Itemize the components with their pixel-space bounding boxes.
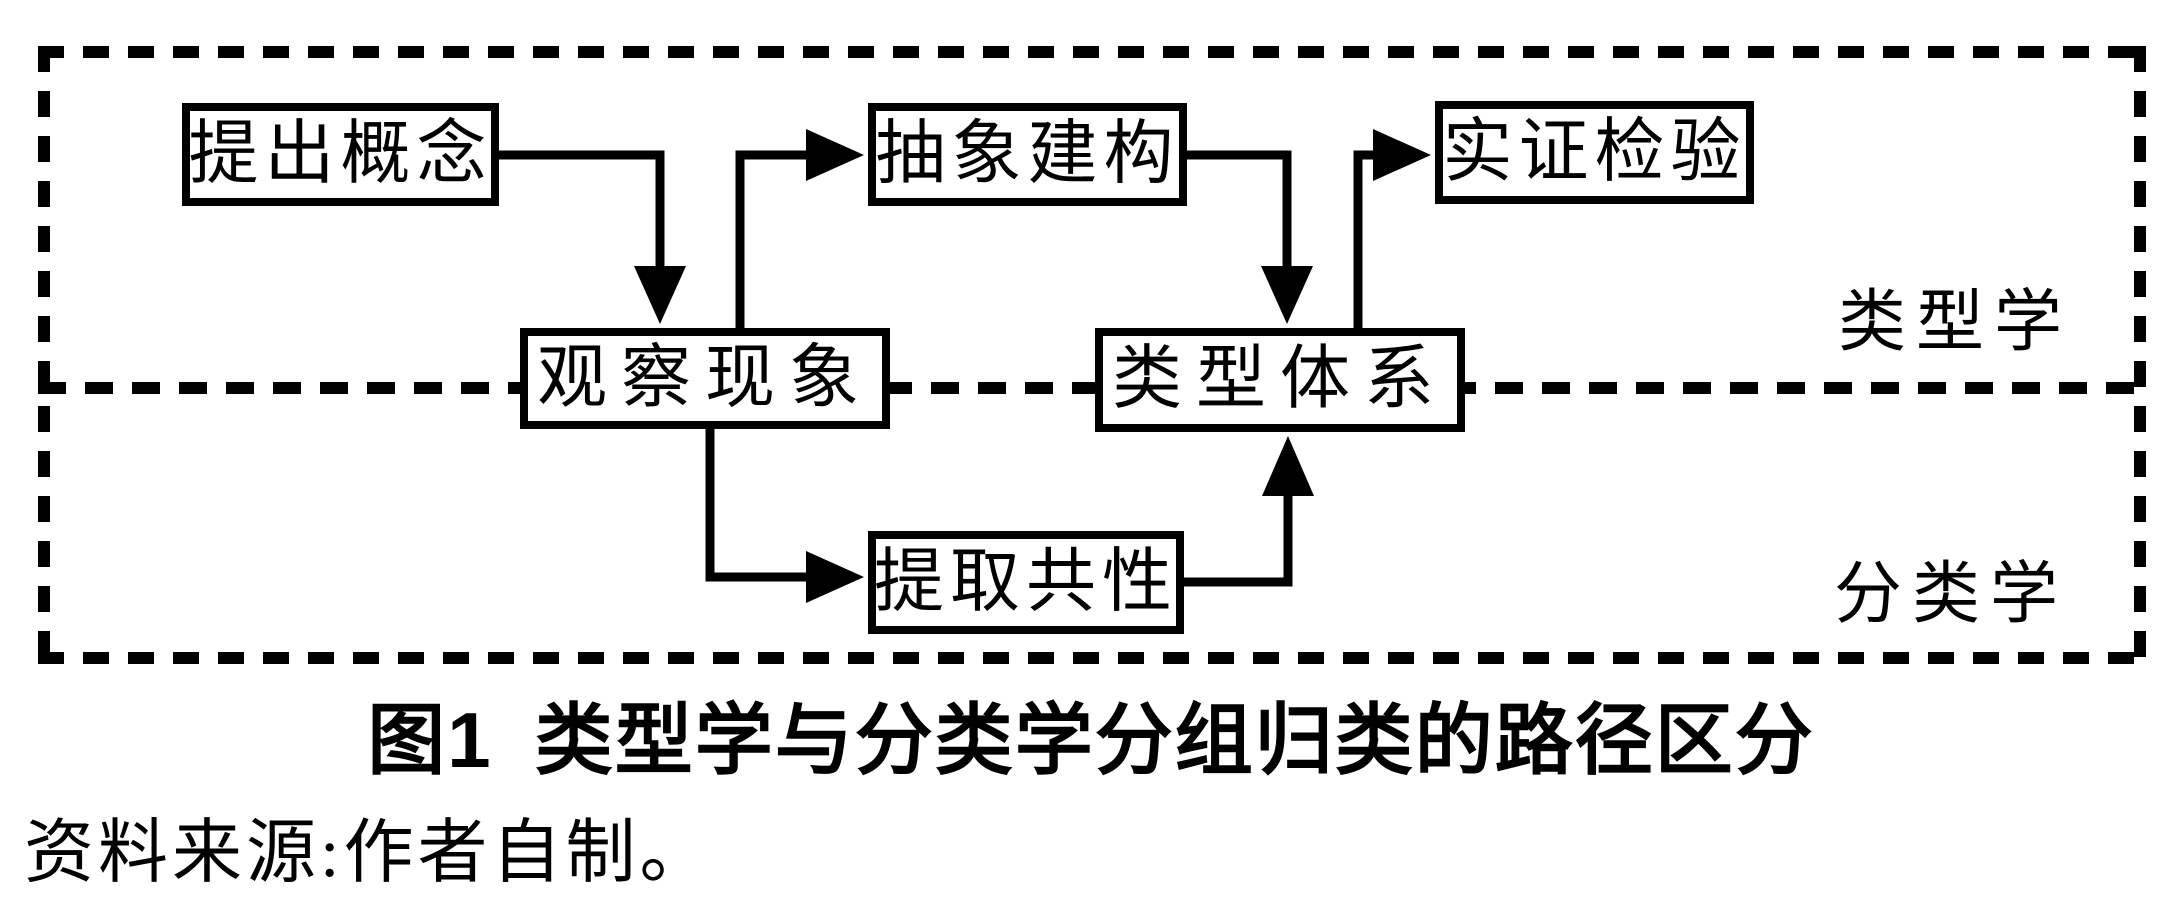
figure-caption-number: 图1: [367, 696, 493, 784]
node-propose-concept: 提出概念: [182, 103, 499, 206]
arrow-propose-to-observe: [499, 150, 686, 324]
arrow-observe-to-extract: [705, 429, 864, 603]
dashed-frame-bottom: [38, 652, 2146, 664]
node-observe-phenomena: 观察现象: [520, 328, 890, 429]
region-label-taxonomy: 分类学: [1833, 556, 2068, 632]
node-extract-commonality: 提取共性: [868, 531, 1184, 634]
figure-caption-title: 类型学与分类学分组归类的路径区分: [534, 696, 1815, 784]
arrow-abstract-to-typesystem: [1187, 150, 1313, 324]
arrow-typesystem-to-empirical: [1353, 129, 1431, 328]
figure-caption: 图1 类型学与分类学分组归类的路径区分: [0, 694, 2182, 788]
node-abstract-construction: 抽象建构: [868, 103, 1187, 206]
node-type-system: 类型体系: [1095, 328, 1465, 432]
dashed-frame-left: [38, 46, 50, 664]
arrow-observe-to-abstract: [735, 129, 864, 328]
dashed-frame-right: [2134, 46, 2146, 664]
dashed-frame-top: [38, 46, 2146, 58]
arrow-extract-to-typesystem: [1184, 436, 1314, 587]
source-note: 资料来源:作者自制。: [24, 815, 714, 892]
region-label-typology: 类型学: [1837, 284, 2072, 360]
node-empirical-test: 实证检验: [1435, 101, 1754, 204]
